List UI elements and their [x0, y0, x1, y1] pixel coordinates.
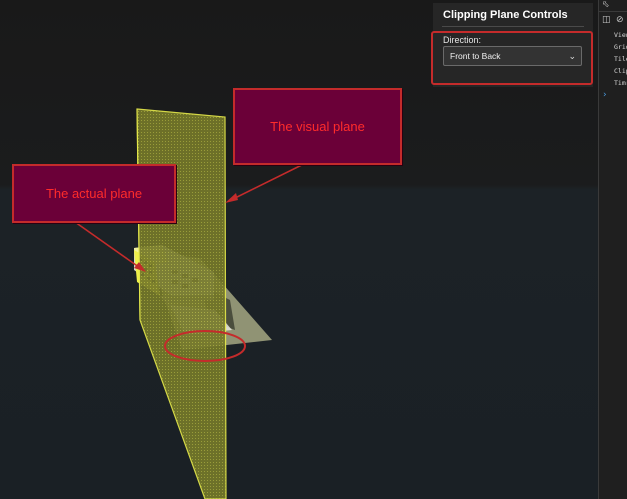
- side-panel-item[interactable]: Tile: [614, 55, 627, 63]
- side-panel-item[interactable]: Timr: [614, 79, 627, 87]
- side-panel-item[interactable]: Clip: [614, 67, 627, 75]
- side-panel-divider: [599, 11, 627, 12]
- chevron-right-icon[interactable]: ›: [603, 90, 607, 100]
- direction-select-value: Front to Back: [450, 51, 501, 61]
- direction-label: Direction:: [443, 35, 482, 45]
- sidebar-icon[interactable]: ◫: [602, 15, 611, 25]
- side-panel: ⬁ ◫ ⊘ View Grid Tile Clip Timr ›: [598, 0, 627, 499]
- clip-highlight-ellipse: [164, 330, 246, 362]
- controls-highlight-box: [431, 31, 593, 85]
- annotation-actual-plane: The actual plane: [12, 164, 176, 223]
- annotation-actual-plane-text: The actual plane: [45, 186, 143, 201]
- cursor-select-icon[interactable]: ⬁: [602, 0, 610, 10]
- clipping-plane-controls-panel: Clipping Plane Controls Direction: Front…: [433, 3, 593, 87]
- direction-select[interactable]: Front to Back ⌄: [443, 46, 582, 66]
- panel-divider: [442, 26, 584, 27]
- chevron-down-icon: ⌄: [568, 51, 576, 61]
- side-panel-item[interactable]: View: [614, 31, 627, 39]
- block-icon[interactable]: ⊘: [616, 15, 624, 25]
- arrow-to-actual-plane: [74, 221, 146, 272]
- panel-title: Clipping Plane Controls: [443, 9, 568, 21]
- annotation-visual-plane-text: The visual plane: [270, 119, 365, 134]
- side-panel-item[interactable]: Grid: [614, 43, 627, 51]
- annotation-visual-plane: The visual plane: [233, 88, 402, 165]
